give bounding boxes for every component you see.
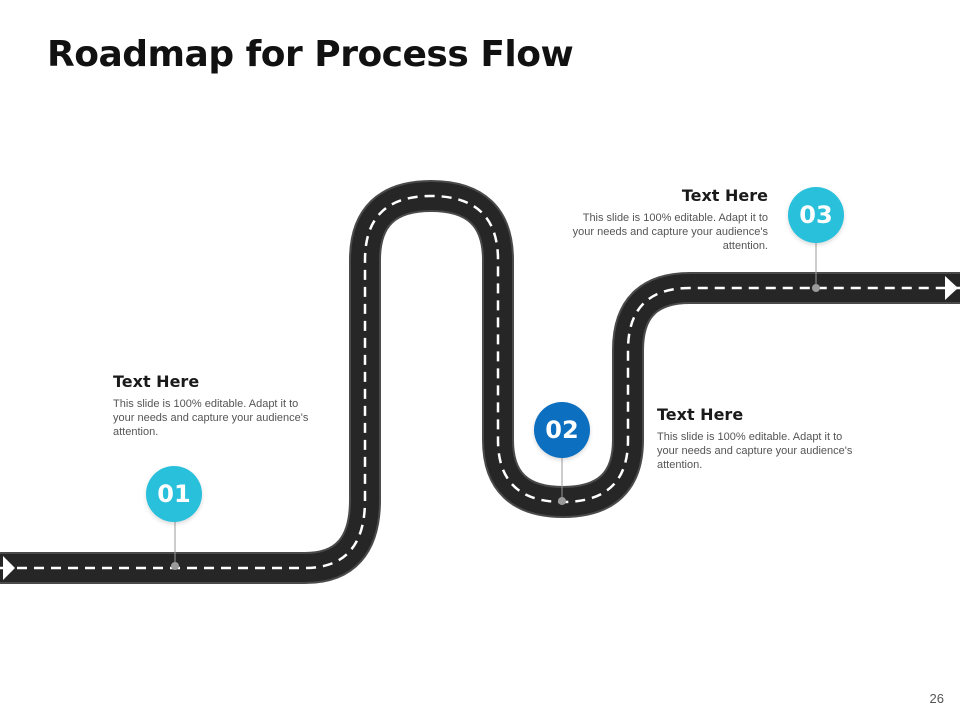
step-01-heading: Text Here [113,372,200,391]
marker-01-road-dot [171,562,179,570]
step-02-number: 02 [545,416,579,444]
step-03-heading: Text Here [681,186,768,205]
step-03-text: Text Here This slide is 100% editable. A… [568,186,768,253]
step-01-number: 01 [157,480,191,508]
road-lane-markings [0,194,960,570]
step-03-number: 03 [799,201,833,229]
step-02-text: Text Here This slide is 100% editable. A… [657,405,857,472]
marker-02-road-dot [558,497,566,505]
marker-03-road-dot [812,284,820,292]
slide-title: Roadmap for Process Flow [47,34,574,75]
step-03-marker: 03 [788,187,844,243]
step-01-body: This slide is 100% editable. Adapt it to… [113,398,309,438]
road-end-arrow-icon [945,276,958,300]
step-03-body: This slide is 100% editable. Adapt it to… [572,212,768,252]
step-02-marker: 02 [534,402,590,458]
step-02-heading: Text Here [657,405,744,424]
step-01-text: Text Here This slide is 100% editable. A… [113,372,313,439]
page-number: 26 [929,691,944,706]
road-start-arrow-icon [3,556,15,580]
step-02-body: This slide is 100% editable. Adapt it to… [657,431,853,471]
step-01-marker: 01 [146,466,202,522]
